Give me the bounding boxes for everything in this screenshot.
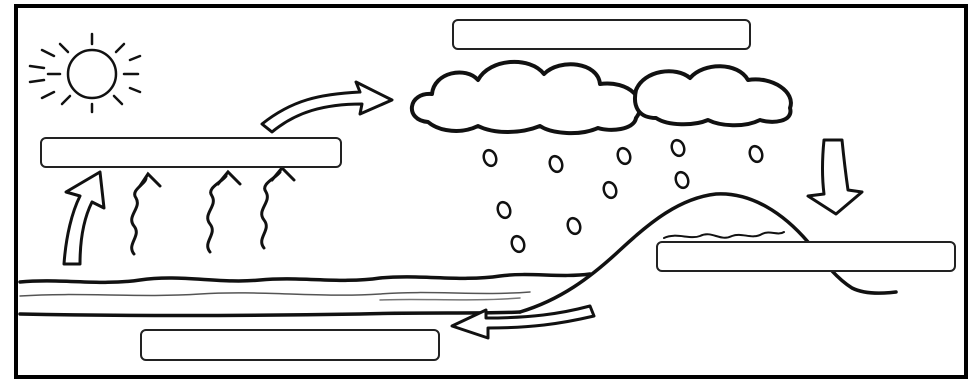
sun-icon <box>30 34 140 112</box>
label-box-right[interactable] <box>656 241 956 272</box>
condensation-arrow-icon <box>262 82 392 132</box>
label-box-top[interactable] <box>452 19 751 50</box>
raindrop-icons <box>482 138 765 253</box>
precipitation-arrow-icon <box>808 140 862 214</box>
label-box-left[interactable] <box>40 137 342 168</box>
cloud-icon <box>412 62 791 133</box>
water-body <box>20 274 590 316</box>
label-box-bottom[interactable] <box>140 329 440 361</box>
evaporation-arrow-icon <box>64 172 104 264</box>
vapor-arrow-icons <box>132 168 294 254</box>
